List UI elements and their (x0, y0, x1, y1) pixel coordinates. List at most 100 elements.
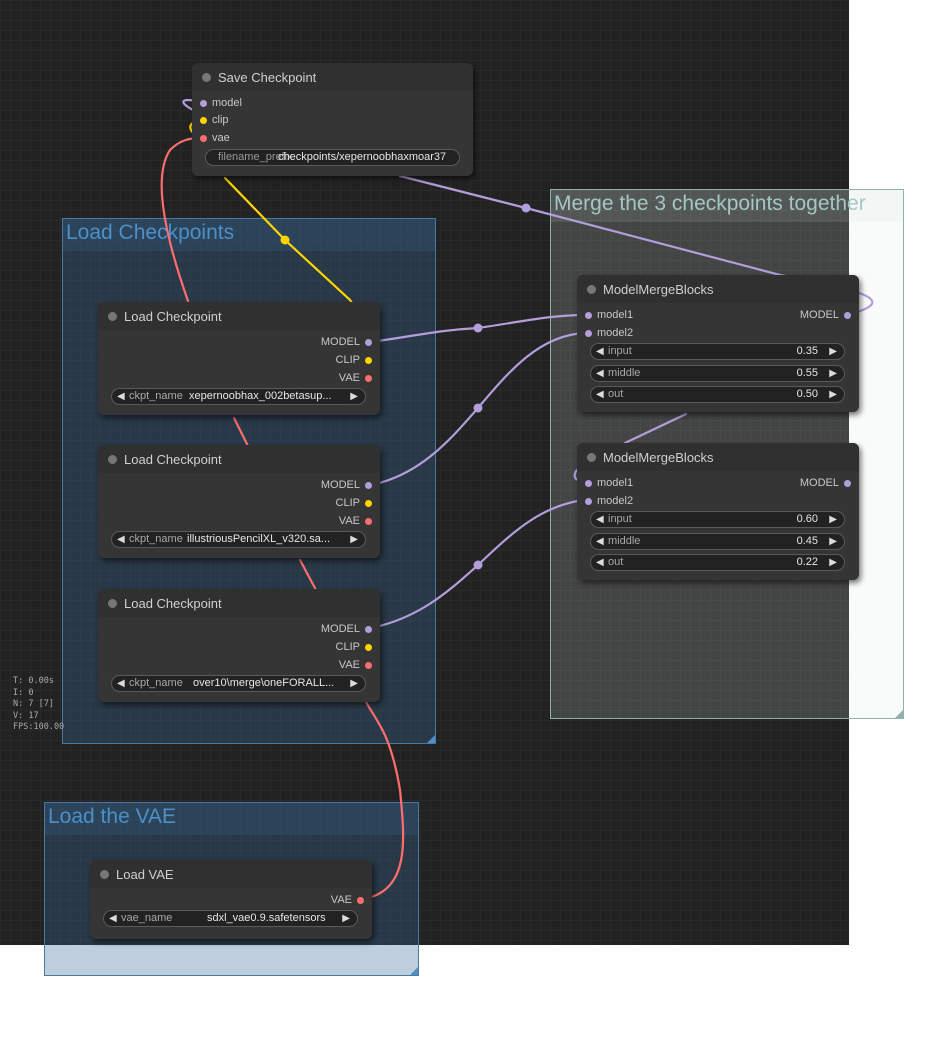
load-checkpoint-node[interactable]: Load Checkpoint MODEL CLIP VAE ◀ ckpt_na… (98, 589, 380, 702)
collapse-dot-icon[interactable] (587, 453, 596, 462)
node-title: ModelMergeBlocks (603, 450, 714, 465)
node-header[interactable]: Save Checkpoint (192, 63, 473, 91)
stat-time: T: 0.00s (13, 676, 54, 686)
input-slot-model1[interactable]: model1 (580, 308, 633, 322)
middle-weight-slider[interactable]: ◀ middle 0.45 ▶ (590, 533, 845, 550)
right-arrow-icon[interactable]: ▶ (829, 536, 837, 547)
output-slot-vae[interactable]: VAE (331, 893, 369, 907)
input-slot-model2[interactable]: model2 (580, 326, 633, 340)
group-resize-handle[interactable] (410, 967, 418, 975)
left-arrow-icon[interactable]: ◀ (596, 557, 604, 568)
input-slot-clip[interactable]: clip (195, 113, 229, 127)
widget-label: input (608, 513, 632, 525)
widget-label: out (608, 556, 624, 568)
output-slot-model[interactable]: MODEL (800, 308, 856, 322)
widget-label: ckpt_name (129, 533, 183, 545)
output-slot-model[interactable]: MODEL (321, 478, 377, 492)
widget-label: ckpt_name (129, 677, 183, 689)
node-title: Load Checkpoint (124, 596, 222, 611)
right-arrow-icon[interactable]: ▶ (829, 557, 837, 568)
output-slot-vae[interactable]: VAE (339, 514, 377, 528)
render-stats: T: 0.00s I: 0 N: 7 [7] V: 17 FPS:100.00 (13, 676, 64, 734)
right-arrow-icon[interactable]: ▶ (829, 346, 837, 357)
input-slot-model[interactable]: model (195, 96, 242, 110)
group-title: Load Checkpoints (66, 221, 235, 244)
input-weight-slider[interactable]: ◀ input 0.60 ▶ (590, 511, 845, 528)
collapse-dot-icon[interactable] (100, 870, 109, 879)
widget-label: ckpt_name (129, 390, 183, 402)
widget-value: 0.35 (796, 345, 818, 357)
widget-value: 0.50 (796, 388, 818, 400)
right-arrow-icon[interactable]: ▶ (829, 389, 837, 400)
output-slot-clip[interactable]: CLIP (336, 353, 377, 367)
right-arrow-icon[interactable]: ▶ (350, 678, 358, 689)
left-arrow-icon[interactable]: ◀ (596, 368, 604, 379)
left-arrow-icon[interactable]: ◀ (596, 389, 604, 400)
output-slot-vae[interactable]: VAE (339, 658, 377, 672)
collapse-dot-icon[interactable] (108, 455, 117, 464)
right-arrow-icon[interactable]: ▶ (829, 368, 837, 379)
filename-prefix-field[interactable]: filename_prefix checkpoints/xepernoobhax… (205, 149, 460, 166)
input-slot-model2[interactable]: model2 (580, 494, 633, 508)
model-merge-blocks-node[interactable]: ModelMergeBlocks model1 model2 MODEL ◀ i… (577, 443, 859, 580)
left-arrow-icon[interactable]: ◀ (596, 346, 604, 357)
right-arrow-icon[interactable]: ▶ (829, 514, 837, 525)
stat-nodes: N: 7 [7] (13, 699, 54, 709)
left-arrow-icon[interactable]: ◀ (117, 678, 125, 689)
right-arrow-icon[interactable]: ▶ (350, 391, 358, 402)
widget-label: out (608, 388, 624, 400)
group-resize-handle[interactable] (895, 710, 903, 718)
load-vae-node[interactable]: Load VAE VAE ◀ vae_name sdxl_vae0.9.safe… (90, 860, 372, 939)
node-header[interactable]: ModelMergeBlocks (577, 275, 859, 303)
node-title: Load Checkpoint (124, 309, 222, 324)
output-slot-vae[interactable]: VAE (339, 371, 377, 385)
right-arrow-icon[interactable]: ▶ (350, 534, 358, 545)
stat-visible: V: 17 (13, 710, 39, 721)
input-weight-slider[interactable]: ◀ input 0.35 ▶ (590, 343, 845, 360)
widget-label: middle (608, 367, 641, 379)
ckpt-name-combo[interactable]: ◀ ckpt_name xepernoobhax_002betasup... ▶ (111, 388, 366, 405)
widget-value: sdxl_vae0.9.safetensors (207, 912, 326, 924)
input-slot-vae[interactable]: vae (195, 131, 230, 145)
output-slot-model[interactable]: MODEL (321, 622, 377, 636)
widget-label: input (608, 345, 632, 357)
left-arrow-icon[interactable]: ◀ (117, 534, 125, 545)
output-slot-clip[interactable]: CLIP (336, 496, 377, 510)
collapse-dot-icon[interactable] (108, 599, 117, 608)
model-merge-blocks-node[interactable]: ModelMergeBlocks model1 model2 MODEL ◀ i… (577, 275, 859, 412)
middle-weight-slider[interactable]: ◀ middle 0.55 ▶ (590, 365, 845, 382)
node-header[interactable]: Load Checkpoint (98, 589, 380, 617)
save-checkpoint-node[interactable]: Save Checkpoint model clip vae filename_… (192, 63, 473, 176)
left-arrow-icon[interactable]: ◀ (596, 514, 604, 525)
node-title: Save Checkpoint (218, 70, 317, 85)
vae-name-combo[interactable]: ◀ vae_name sdxl_vae0.9.safetensors ▶ (103, 910, 358, 927)
left-arrow-icon[interactable]: ◀ (109, 913, 117, 924)
widget-value: 0.45 (796, 535, 818, 547)
output-slot-clip[interactable]: CLIP (336, 640, 377, 654)
widget-label: vae_name (121, 912, 173, 924)
ckpt-name-combo[interactable]: ◀ ckpt_name over10\merge\oneFORALL... ▶ (111, 675, 366, 692)
widget-value: 0.22 (796, 556, 818, 568)
collapse-dot-icon[interactable] (108, 312, 117, 321)
out-weight-slider[interactable]: ◀ out 0.22 ▶ (590, 554, 845, 571)
node-header[interactable]: Load Checkpoint (98, 302, 380, 330)
output-slot-model[interactable]: MODEL (800, 476, 856, 490)
group-resize-handle[interactable] (427, 735, 435, 743)
node-header[interactable]: Load VAE (90, 860, 372, 888)
left-arrow-icon[interactable]: ◀ (596, 536, 604, 547)
right-arrow-icon[interactable]: ▶ (342, 913, 350, 924)
widget-value: checkpoints/xepernoobhaxmoar37 (278, 151, 447, 163)
collapse-dot-icon[interactable] (202, 73, 211, 82)
out-weight-slider[interactable]: ◀ out 0.50 ▶ (590, 386, 845, 403)
output-slot-model[interactable]: MODEL (321, 335, 377, 349)
load-checkpoint-node[interactable]: Load Checkpoint MODEL CLIP VAE ◀ ckpt_na… (98, 302, 380, 415)
widget-value: 0.55 (796, 367, 818, 379)
node-header[interactable]: Load Checkpoint (98, 445, 380, 473)
ckpt-name-combo[interactable]: ◀ ckpt_name illustriousPencilXL_v320.sa.… (111, 531, 366, 548)
left-arrow-icon[interactable]: ◀ (117, 391, 125, 402)
node-header[interactable]: ModelMergeBlocks (577, 443, 859, 471)
collapse-dot-icon[interactable] (587, 285, 596, 294)
load-checkpoint-node[interactable]: Load Checkpoint MODEL CLIP VAE ◀ ckpt_na… (98, 445, 380, 558)
widget-value: 0.60 (796, 513, 818, 525)
input-slot-model1[interactable]: model1 (580, 476, 633, 490)
